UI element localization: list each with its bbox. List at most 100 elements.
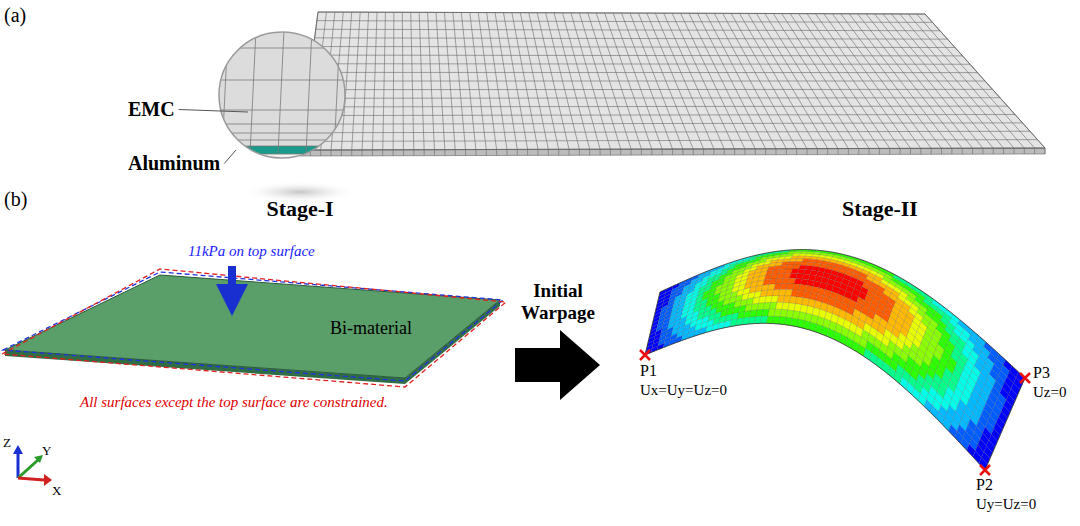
axis-head (13, 445, 23, 454)
mesh-line (1013, 148, 1014, 154)
mesh-line (351, 150, 352, 156)
magnifier-lens (215, 30, 368, 164)
mesh-line (317, 21, 933, 23)
mesh-line (537, 149, 538, 155)
leader-line (224, 150, 236, 164)
mesh-line (486, 150, 487, 156)
mesh-line (527, 149, 528, 155)
mesh-line (382, 150, 383, 156)
mesh-line (496, 149, 497, 155)
part-name: EMC (128, 98, 175, 121)
plate-top (300, 12, 1045, 150)
mesh-line (306, 106, 1008, 108)
mesh-line (362, 150, 363, 156)
mesh-line (941, 148, 942, 154)
part-name: Aluminum (128, 152, 220, 175)
pressure-arrow (228, 266, 236, 300)
mesh-line (662, 149, 663, 155)
element-line (250, 30, 256, 154)
mesh-line (775, 149, 776, 155)
mesh-line (869, 148, 870, 154)
mesh-line (972, 148, 973, 154)
mesh-line (610, 149, 611, 155)
mesh-line (1003, 148, 1004, 154)
leader-line (179, 110, 248, 113)
mesh-line (589, 149, 590, 155)
element-line (362, 30, 368, 154)
stage-title: Stage-II (842, 196, 918, 221)
mesh-line (307, 97, 1000, 99)
mesh-line (303, 123, 1022, 124)
element-line (278, 30, 284, 154)
axis-label: Z (3, 436, 11, 451)
process-arrow-label: Initial Warpage (511, 280, 606, 324)
mesh-line (569, 149, 570, 155)
mesh-line (1034, 148, 1035, 154)
mesh-line (517, 149, 518, 155)
mesh-line (548, 149, 549, 155)
layer-line (215, 146, 355, 147)
mesh-line (620, 149, 621, 155)
mesh-line (734, 149, 735, 155)
layer-line (215, 140, 355, 141)
mesh-line (931, 148, 932, 154)
load-note: 11kPa on top surface (188, 243, 315, 260)
mesh-line (879, 148, 880, 154)
mesh-line (424, 150, 425, 156)
mesh-line (951, 148, 952, 154)
material-label: Bi-material (330, 318, 412, 339)
axis-line (17, 452, 20, 478)
mesh-line (315, 38, 948, 39)
mesh-line (341, 150, 342, 156)
mesh-line (817, 149, 818, 155)
mesh-line (682, 149, 683, 155)
mesh-line (320, 150, 321, 156)
load-outline (3, 272, 503, 381)
constraint-note: All surfaces except the top surface are … (80, 394, 388, 411)
mesh-line (310, 72, 977, 73)
mesh-line (579, 149, 580, 155)
mesh-line (765, 149, 766, 155)
layer-line (215, 80, 355, 81)
mesh-line (1045, 148, 1046, 154)
element-line (222, 30, 228, 154)
mesh-line (724, 149, 725, 155)
mesh-line (993, 148, 994, 154)
mesh-line (631, 149, 632, 155)
mesh-line (827, 149, 828, 155)
constraint-marker (1020, 373, 1030, 383)
lens-ground (215, 154, 355, 164)
mesh-line (316, 29, 940, 31)
point-label: P3 (1033, 364, 1050, 382)
panel-label: (a) (4, 4, 26, 27)
mesh-line (305, 115, 1016, 116)
mesh-plate (300, 12, 1045, 156)
mesh-line (962, 148, 963, 154)
constraint-outline (2, 269, 506, 387)
axis-line (18, 478, 44, 480)
constraint-marker (980, 465, 990, 475)
panel-label: (b) (4, 188, 27, 211)
mesh-line (312, 55, 962, 57)
emc-layer (215, 30, 355, 160)
mesh-line (807, 149, 808, 155)
axis-head (44, 474, 52, 486)
axis-triad (13, 445, 52, 486)
constraint-label: Uy=Uz=0 (976, 496, 1036, 513)
warped-plate (645, 250, 1025, 470)
mesh-line (889, 148, 890, 154)
mesh-line (600, 149, 601, 155)
mesh-line (403, 150, 404, 156)
stage-title: Stage-I (266, 196, 333, 221)
mesh-line (444, 150, 445, 156)
mesh-line (475, 150, 476, 156)
constraint-marker (640, 350, 650, 360)
mesh-line (506, 149, 507, 155)
layer-line (215, 48, 355, 49)
block-arrow (515, 330, 600, 400)
mesh-line (910, 148, 911, 154)
mesh-line (848, 149, 849, 155)
mesh-line (372, 150, 373, 156)
axis-head (34, 455, 43, 463)
mesh-line (308, 89, 993, 90)
